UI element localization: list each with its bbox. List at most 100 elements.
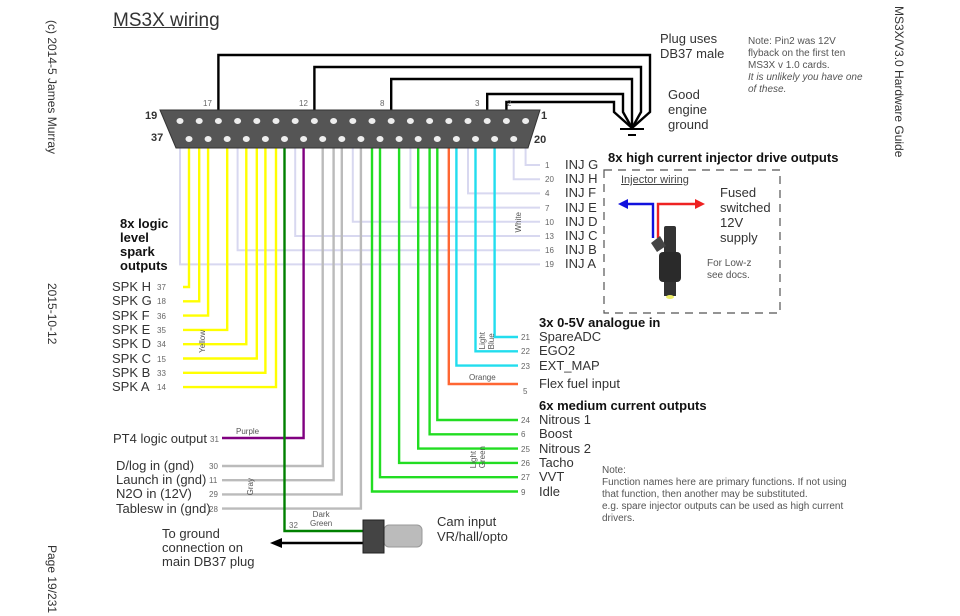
injector-body xyxy=(659,252,681,282)
pin-label-3: 3 xyxy=(475,99,480,108)
spark-output-pin: 15 xyxy=(157,354,166,364)
injector-output-label: INJ C xyxy=(565,228,598,243)
injector-top xyxy=(664,226,676,254)
ground-label-line: Good xyxy=(668,87,700,102)
ground-note-line: main DB37 plug xyxy=(162,554,255,569)
spark-output-label: SPK E xyxy=(112,321,151,337)
injector-wiring-title: Injector wiring xyxy=(621,174,689,186)
spark-output-label: SPK B xyxy=(112,364,151,380)
pin2-note: Note: Pin2 was 12V flyback on the first … xyxy=(748,36,863,96)
cam-sensor-body xyxy=(383,524,423,548)
medium-wire xyxy=(370,121,518,493)
ground-note-line: To ground xyxy=(162,526,220,541)
pin-label-12: 12 xyxy=(299,99,308,108)
lowz-note: For Low-z see docs. xyxy=(707,258,751,282)
note-line: flyback on the first ten xyxy=(748,48,846,59)
connector-pin xyxy=(376,136,384,142)
spark-wire xyxy=(183,139,229,332)
injector-wire xyxy=(294,121,540,237)
spark-wire xyxy=(183,121,258,360)
injector-ground-wire xyxy=(625,202,655,238)
pin-label-8: 8 xyxy=(380,99,385,108)
connector-pin xyxy=(242,136,250,142)
spark-output-pin: 14 xyxy=(157,383,166,393)
connector-pin xyxy=(234,118,242,124)
connector-pin xyxy=(491,136,499,142)
note-line: Note: xyxy=(602,465,626,476)
copyright-text: (c) 2014-5 James Murray xyxy=(45,20,59,155)
corner-label-1: 1 xyxy=(541,110,548,122)
spark-heading-line: level xyxy=(120,230,149,245)
supply-line: switched xyxy=(720,200,771,215)
connector-pin xyxy=(510,136,518,142)
cam-ground-note: To ground connection on main DB37 plug xyxy=(162,527,255,569)
connector-pin xyxy=(368,118,376,124)
switch-wire xyxy=(222,139,324,468)
wire-label-line: Light xyxy=(478,332,487,350)
spark-output-label: SPK F xyxy=(112,307,150,323)
ground-label-line: ground xyxy=(668,117,709,132)
analogue-input-pin: 23 xyxy=(521,361,530,371)
injector-output-label: INJ A xyxy=(565,256,597,272)
spark-wire xyxy=(183,139,210,317)
switch-input-label: N2O in (12V) xyxy=(116,486,192,502)
cam-sensor-plug xyxy=(362,519,385,554)
injector-output-label: INJ B xyxy=(565,242,597,258)
connector-pin xyxy=(502,118,510,124)
injector-wiring-box xyxy=(603,169,781,314)
injector-nozzle xyxy=(666,295,674,299)
switch-input-pin: 30 xyxy=(209,462,218,471)
spark-heading-line: outputs xyxy=(120,258,168,273)
plug-note-line: DB37 male xyxy=(660,46,725,61)
spark-output-label: SPK G xyxy=(112,293,152,309)
orange-wire-label: Orange xyxy=(469,373,496,382)
injector-output-label: INJ E xyxy=(565,199,597,215)
connector-pin xyxy=(319,136,327,142)
spark-output-label: SPK D xyxy=(112,336,152,352)
connector-pin xyxy=(310,118,318,124)
corner-label-20: 20 xyxy=(534,134,547,146)
note-line-italic: It is unlikely you have one xyxy=(748,72,863,83)
supply-line: 12V xyxy=(720,215,744,230)
spark-wire xyxy=(183,139,267,374)
wire-label-line: Light xyxy=(469,450,478,469)
switch-input-pin: 28 xyxy=(209,504,218,514)
medium-output-label: VVT xyxy=(539,469,565,485)
note-line: Note: Pin2 was 12V xyxy=(748,36,836,47)
note-line: Function names here are primary function… xyxy=(602,477,847,488)
wire-label-line: Blue xyxy=(487,333,496,350)
connector-pin xyxy=(357,136,365,142)
plug-note-line: Plug uses xyxy=(660,31,718,46)
cam-pin: 32 xyxy=(289,521,298,530)
injector-wire xyxy=(409,121,540,209)
spark-output-pin: 34 xyxy=(157,340,166,350)
analogue-input-label: SpareADC xyxy=(539,329,602,344)
db37-connector xyxy=(159,109,541,149)
connector-pin xyxy=(330,118,338,124)
connector-pin xyxy=(261,136,269,142)
flex-label: Flex fuel input xyxy=(539,376,620,391)
medium-output-label: Boost xyxy=(539,426,573,442)
injector-output-label: INJ H xyxy=(565,171,598,187)
medium-output-label: Nitrous 2 xyxy=(539,440,592,456)
switch-input-label: Launch in (gnd) xyxy=(116,472,207,488)
spark-output-pin: 35 xyxy=(157,325,166,335)
connector-pin xyxy=(414,136,422,142)
connector-pin xyxy=(300,136,308,142)
analogue-input-pin: 21 xyxy=(521,333,530,342)
medium-output-label: Idle xyxy=(539,483,560,499)
pin-label-17: 17 xyxy=(203,99,212,108)
medium-output-label: Nitrous 1 xyxy=(539,412,592,427)
analogue-input-pin: 22 xyxy=(521,347,530,357)
ground-label-line: engine xyxy=(668,102,708,117)
wire-label-line: Green xyxy=(478,446,487,469)
page-title: MS3X wiring xyxy=(113,10,220,31)
cam-label-line: VR/hall/opto xyxy=(437,529,508,544)
medium-wire xyxy=(428,121,518,436)
corner-label-37: 37 xyxy=(151,132,164,144)
connector-pin xyxy=(291,118,299,124)
flex-wire xyxy=(447,121,518,386)
